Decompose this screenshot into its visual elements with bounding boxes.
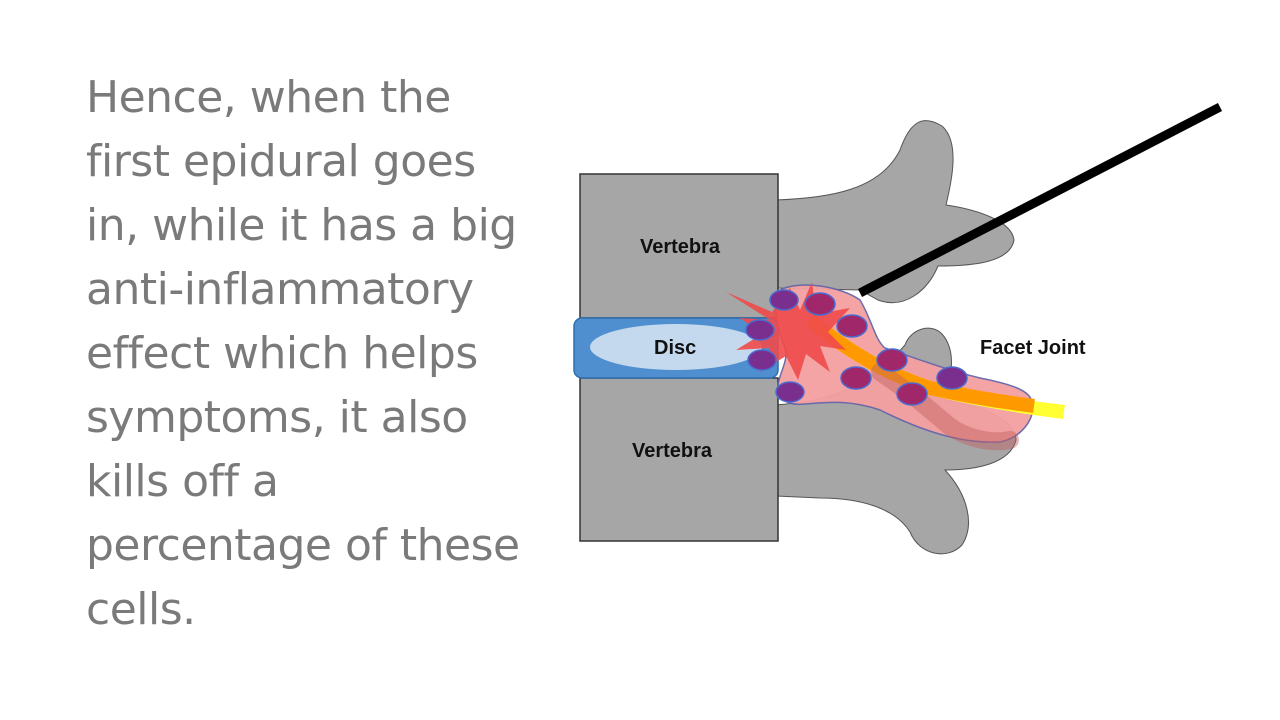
lower-spinous-process (775, 327, 1017, 555)
label-facet-joint: Facet Joint (980, 337, 1086, 359)
cell (936, 366, 968, 390)
epidural-needle (857, 103, 1223, 297)
cell (896, 382, 928, 406)
cell (769, 289, 799, 311)
cell (836, 314, 868, 338)
cell (745, 319, 775, 341)
disc-nucleus (590, 324, 762, 370)
nerve-root-orange (805, 314, 1035, 413)
cell (840, 366, 872, 390)
label-vertebra-upper: Vertebra (640, 236, 721, 258)
cell (775, 381, 805, 403)
label-disc: Disc (654, 337, 696, 359)
cell (876, 348, 908, 372)
upper-spinous-process (775, 120, 1015, 304)
cell (804, 292, 836, 316)
cell (747, 349, 777, 371)
upper-vertebra-body (579, 173, 779, 319)
inflammatory-cells (745, 289, 968, 406)
label-vertebra-lower: Vertebra (632, 440, 713, 462)
lower-vertebra-body (579, 377, 779, 542)
slide-body-text: Hence, when the first epidural goes in, … (86, 72, 520, 635)
inflammation-burst (726, 282, 850, 380)
